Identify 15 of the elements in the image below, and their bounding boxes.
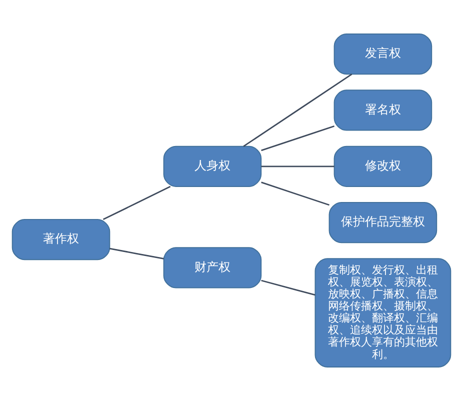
- connector: [110, 247, 164, 259]
- node-box: 保护作品完整权: [328, 202, 438, 243]
- node-box: 发言权: [334, 33, 432, 74]
- connector: [261, 279, 316, 296]
- node-box: 署名权: [334, 89, 432, 130]
- connector: [261, 124, 334, 151]
- node-box: 著作权: [12, 218, 110, 260]
- connector: [261, 181, 330, 206]
- connector: [261, 165, 334, 167]
- node-box: 财产权: [163, 246, 262, 288]
- connector: [243, 73, 352, 146]
- node-box: 人身权: [163, 145, 262, 186]
- connector: [102, 185, 171, 220]
- node-box: 复制权、发行权、出租权、展览权、表演权、放映权、广播权、信息网络传播权、摄制权、改编权、翻译权、汇编权、追续权以及应当由著作权人享有的其他权利。: [314, 258, 452, 367]
- node-box: 修改权: [334, 145, 432, 186]
